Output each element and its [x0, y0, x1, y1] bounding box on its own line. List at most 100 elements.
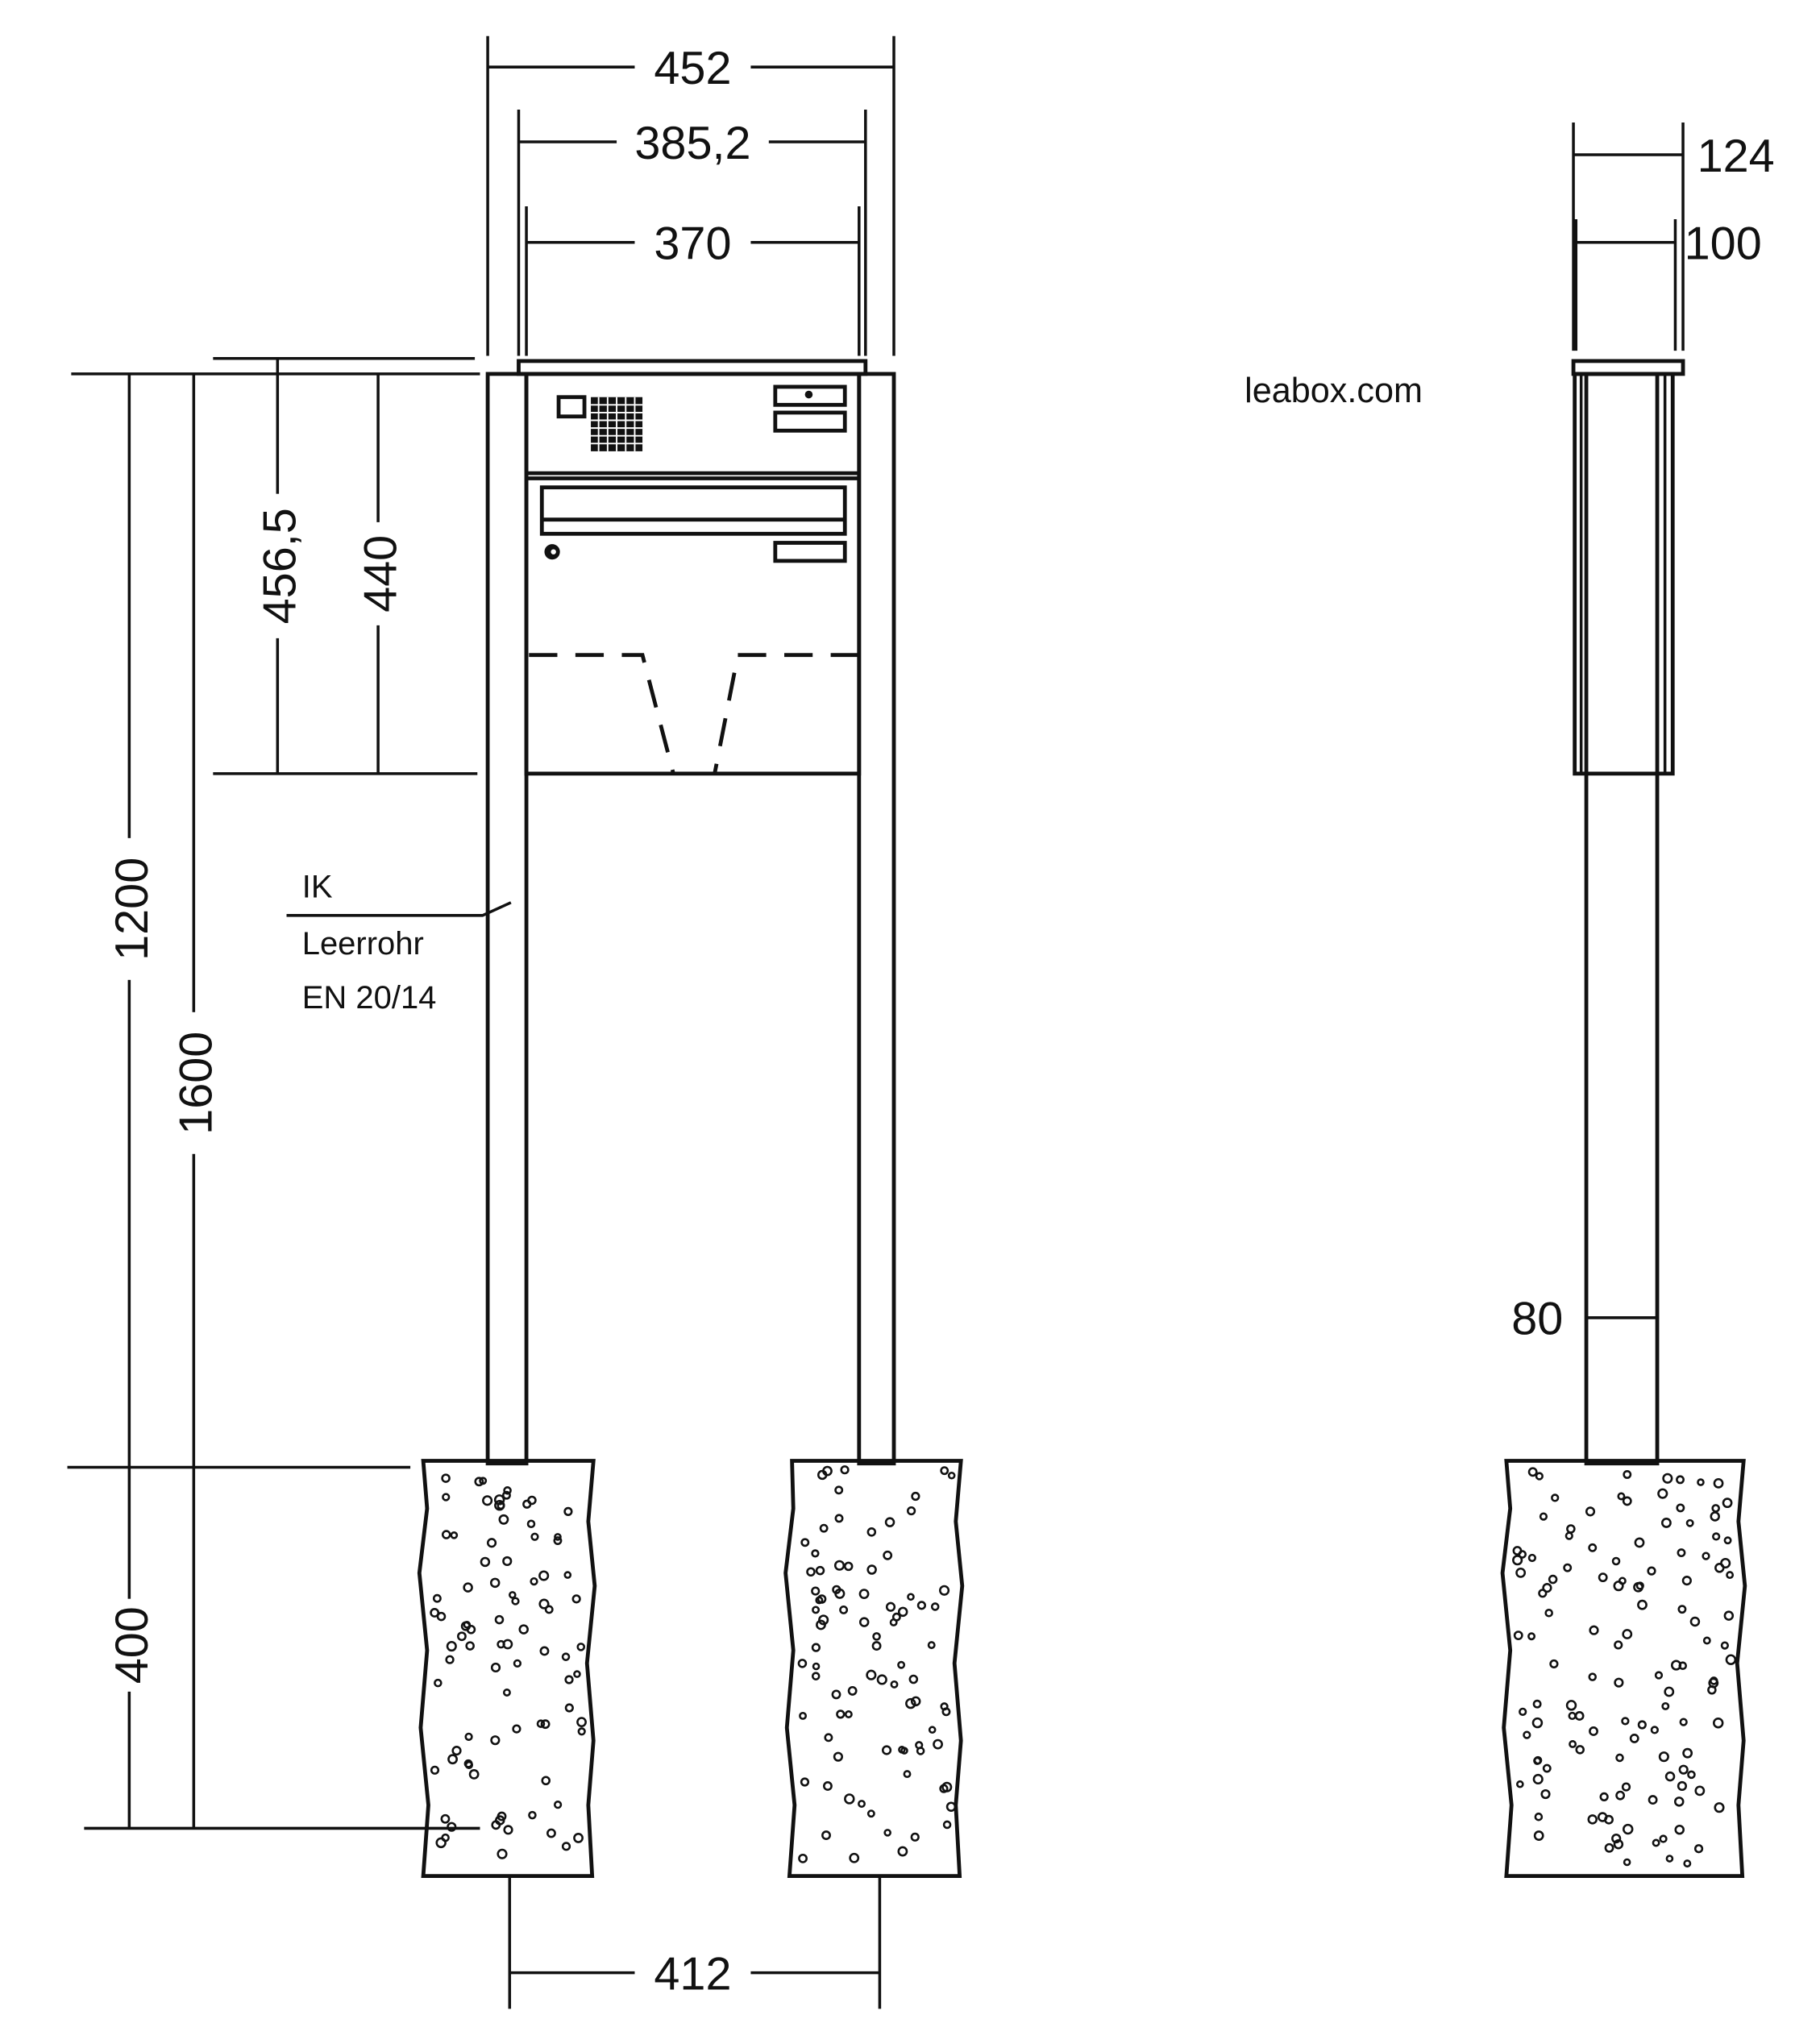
mailbox-front: [485, 359, 896, 1466]
aggregate-dot: [1533, 1830, 1544, 1841]
aggregate-dot: [858, 1617, 870, 1627]
aggregate-dot: [1623, 1470, 1632, 1479]
foundation-middle: [783, 1459, 965, 1879]
aggregate-dot: [872, 1632, 881, 1641]
aggregate-dot: [1634, 1537, 1645, 1548]
aggregate-dot: [915, 1741, 924, 1750]
aggregate-dot: [1598, 1572, 1608, 1583]
aggregate-dot: [898, 1746, 906, 1754]
aggregate-dot: [941, 1781, 953, 1792]
foundation-side: [1500, 1459, 1747, 1879]
aggregate-dot: [834, 1588, 846, 1599]
aggregate-dot: [1532, 1773, 1544, 1785]
aggregate-dot: [930, 1602, 940, 1611]
aggregate-dot: [530, 1532, 539, 1541]
dimension-label: 370: [654, 218, 731, 270]
aggregate-dot: [866, 1809, 875, 1818]
aggregate-dot: [1722, 1498, 1733, 1509]
aggregate-dot: [1648, 1795, 1658, 1805]
aggregate-dot: [1664, 1771, 1676, 1782]
dimension-label: 412: [654, 1948, 731, 2000]
aggregate-dot: [1714, 1802, 1725, 1813]
aggregate-dot: [1613, 1839, 1624, 1850]
aggregate-dot: [1611, 1833, 1622, 1844]
aggregate-dot: [498, 1514, 509, 1525]
aggregate-dot: [897, 1606, 908, 1618]
aggregate-dot: [811, 1586, 821, 1596]
aggregate-dot: [1551, 1493, 1560, 1502]
aggregate-dot: [522, 1499, 532, 1509]
dimension-124: 124: [1697, 131, 1775, 182]
aggregate-dot: [553, 1536, 563, 1545]
aggregate-dot: [1534, 1812, 1544, 1822]
aggregate-dot: [858, 1589, 870, 1600]
dimension-box-width: 370: [525, 206, 861, 356]
aggregate-dot: [540, 1719, 551, 1730]
aggregate-dot: [840, 1465, 850, 1475]
aggregate-dot: [799, 1711, 808, 1720]
doorbell-nameplate: [773, 384, 847, 433]
aggregate-dot: [1540, 1788, 1551, 1800]
aggregate-dot: [446, 1640, 457, 1652]
aggregate-dot: [447, 1754, 458, 1765]
aggregate-dot: [883, 1829, 891, 1837]
aggregate-dot: [1565, 1700, 1577, 1711]
aggregate-dot: [1569, 1740, 1577, 1748]
aggregate-dot: [933, 1738, 943, 1750]
aggregate-dot: [1589, 1726, 1598, 1736]
aggregate-dot: [1513, 1630, 1523, 1641]
aggregate-dot: [561, 1652, 571, 1661]
aggregate-dot: [847, 1685, 858, 1696]
aggregate-dot: [577, 1727, 586, 1736]
aggregate-dot: [1542, 1763, 1552, 1773]
aggregate-dot: [1637, 1599, 1648, 1610]
aggregate-dot: [1588, 1672, 1598, 1681]
aggregate-dot: [1654, 1671, 1664, 1680]
aggregate-dot: [903, 1770, 912, 1779]
aggregate-dot: [1527, 1467, 1538, 1477]
aggregate-dot: [518, 1624, 529, 1635]
aggregate-dot: [798, 1853, 808, 1863]
aggregate-dot: [885, 1601, 896, 1612]
aggregate-dot: [480, 1556, 491, 1568]
aggregate-dot: [831, 1689, 841, 1700]
conduit-annotation: IK Leerrohr EN 20/14: [286, 869, 512, 1016]
aggregate-dot: [435, 1837, 447, 1849]
aggregate-dot: [876, 1674, 887, 1685]
aggregate-dot: [817, 1469, 828, 1481]
aggregate-dot: [884, 1517, 895, 1527]
aggregate-dot: [546, 1828, 556, 1838]
aggregate-dot: [553, 1801, 563, 1809]
letter-slot: [539, 485, 847, 536]
aggregate-dot: [576, 1717, 587, 1728]
aggregate-dot: [489, 1577, 501, 1589]
aggregate-dot: [843, 1561, 854, 1572]
aggregate-dot: [1710, 1511, 1720, 1522]
aggregate-dot: [1682, 1747, 1693, 1759]
aggregate-dot: [1658, 1751, 1669, 1763]
side-post: [1584, 372, 1660, 1466]
aggregate-dot: [1694, 1785, 1706, 1797]
aggregate-dot: [849, 1852, 860, 1863]
aggregate-dot: [536, 1719, 546, 1728]
aggregate-dot: [1702, 1636, 1711, 1645]
aggregate-dot: [442, 1493, 451, 1502]
aggregate-dot: [479, 1477, 488, 1485]
aggregate-dot: [824, 1733, 833, 1743]
aggregate-dot: [513, 1659, 521, 1668]
aggregate-dot: [1664, 1686, 1675, 1697]
aggregate-dot: [940, 1466, 949, 1476]
aggregate-dot: [1519, 1707, 1527, 1716]
aggregate-dot: [491, 1820, 501, 1830]
aggregate-dot: [815, 1565, 825, 1576]
aggregate-dot: [1708, 1677, 1719, 1689]
aggregate-dot: [947, 1471, 956, 1480]
aggregate-dot: [916, 1601, 926, 1610]
aggregate-dot: [1585, 1506, 1596, 1517]
brand-label: leabox.com: [1244, 372, 1423, 410]
aggregate-dot: [468, 1769, 480, 1780]
aggregate-dot: [502, 1556, 513, 1567]
dimension-1600: 1600: [171, 1032, 222, 1135]
aggregate-dot: [844, 1710, 853, 1718]
